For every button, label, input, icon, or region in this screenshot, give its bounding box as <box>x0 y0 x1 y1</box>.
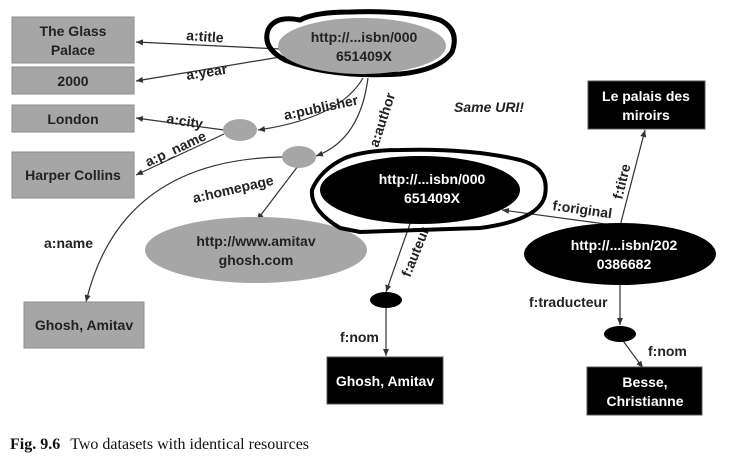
edge-homepage <box>256 165 299 221</box>
node-palais-des-miroirs: Le palais des miroirs <box>587 80 706 130</box>
svg-text:http://www.amitav: http://www.amitav <box>196 233 315 249</box>
edge-name <box>84 156 283 303</box>
label-titre: f:titre <box>609 162 633 201</box>
label-name: a:name <box>44 235 93 251</box>
label-traducteur: f:traducteur <box>529 294 608 310</box>
svg-text:Ghosh, Amitav: Ghosh, Amitav <box>336 373 434 389</box>
label-nom2: f:nom <box>648 343 687 359</box>
edge-original <box>501 207 621 227</box>
node-uri-f: http://...isbn/000 651409X <box>309 147 548 235</box>
blank-node-author-a <box>282 146 316 168</box>
svg-text:Harper Collins: Harper Collins <box>25 167 121 183</box>
edge-nom2 <box>620 337 644 369</box>
edge-titre-line <box>619 129 647 227</box>
svg-text:ghosh.com: ghosh.com <box>219 252 294 268</box>
node-london: London <box>11 104 135 133</box>
node-glass-palace: The Glass Palace <box>11 16 135 64</box>
node-homepage: http://www.amitav ghosh.com <box>145 217 367 283</box>
label-nom1: f:nom <box>340 329 379 345</box>
label-city: a:city <box>166 110 205 132</box>
node-harper-collins: Harper Collins <box>11 151 135 199</box>
svg-text:Besse,: Besse, <box>622 374 667 390</box>
svg-text:0386682: 0386682 <box>597 256 652 272</box>
node-uri-a: http://...isbn/000 651409X <box>264 9 457 78</box>
label-title: a:title <box>186 27 225 46</box>
blank-node-traducteur <box>604 326 636 342</box>
edge-city <box>135 115 225 131</box>
same-uri-annotation: Same URI! <box>454 99 524 115</box>
svg-text:http://...isbn/202: http://...isbn/202 <box>571 237 678 253</box>
rdf-diagram: a:title a:year a:publisher a:city a:p_na… <box>0 0 716 416</box>
svg-text:Le palais des: Le palais des <box>602 88 690 104</box>
edge-title <box>135 39 281 50</box>
svg-text:http://...isbn/000: http://...isbn/000 <box>379 171 486 187</box>
svg-text:Ghosh, Amitav: Ghosh, Amitav <box>35 317 133 333</box>
svg-text:http://...isbn/000: http://...isbn/000 <box>311 29 418 45</box>
svg-text:651409X: 651409X <box>404 190 461 206</box>
label-publisher: a:publisher <box>282 91 360 122</box>
svg-text:miroirs: miroirs <box>622 107 670 123</box>
svg-text:Christianne: Christianne <box>606 393 683 409</box>
node-ghosh-amitav-a: Ghosh, Amitav <box>23 301 145 349</box>
figure-number: Fig. 9.6 <box>10 436 61 453</box>
label-author: a:author <box>366 90 399 149</box>
edges <box>84 39 647 369</box>
blank-node-publisher <box>223 119 257 141</box>
node-uri-translation: http://...isbn/202 0386682 <box>524 223 716 285</box>
blank-node-auteur <box>370 292 402 308</box>
svg-text:Palace: Palace <box>51 42 96 58</box>
figure-caption: Fig. 9.6 Two datasets with identical reso… <box>10 436 309 454</box>
label-p-name: a:p_name <box>143 128 209 170</box>
node-year: 2000 <box>11 66 135 95</box>
node-besse-christianne: Besse, Christianne <box>586 366 703 416</box>
edge-author <box>315 77 369 157</box>
edge-publisher <box>257 77 364 132</box>
svg-text:651409X: 651409X <box>336 48 393 64</box>
node-ghosh-amitav-f: Ghosh, Amitav <box>326 356 444 405</box>
figure-caption-text: Two datasets with identical resources <box>70 436 310 453</box>
svg-text:The Glass: The Glass <box>40 23 107 39</box>
edge-year <box>135 55 287 83</box>
edge-p-name <box>135 133 225 176</box>
svg-text:London: London <box>47 111 98 127</box>
svg-text:2000: 2000 <box>57 73 88 89</box>
label-homepage: a:homepage <box>191 172 275 206</box>
label-year: a:year <box>185 61 229 83</box>
